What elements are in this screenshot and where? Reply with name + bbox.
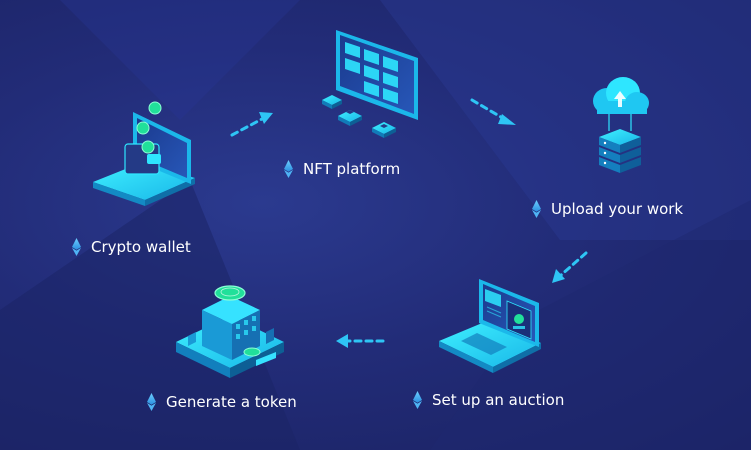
step-label-text: Set up an auction [432,391,565,409]
step-label-text: Upload your work [551,200,684,218]
cloud-server-upload-icon [593,77,649,173]
token-building-icon [176,285,284,378]
auction-laptop-icon [439,279,541,373]
step-label-text: Crypto wallet [91,238,191,256]
step-label: Set up an auction [413,391,564,409]
ethereum-icon [284,160,293,178]
ethereum-icon [532,200,541,218]
step-label-text: Generate a token [166,393,297,411]
ethereum-icon [72,238,81,256]
step-label: NFT platform [284,160,400,178]
step-label: Crypto wallet [72,238,191,256]
wallet-laptop-icon [93,101,195,206]
step-label: Upload your work [532,200,683,218]
step-label: Generate a token [147,393,297,411]
ethereum-icon [413,391,422,409]
ethereum-icon [147,393,156,411]
nft-gallery-monitor-icon [322,30,418,138]
step-label-text: NFT platform [303,160,401,178]
